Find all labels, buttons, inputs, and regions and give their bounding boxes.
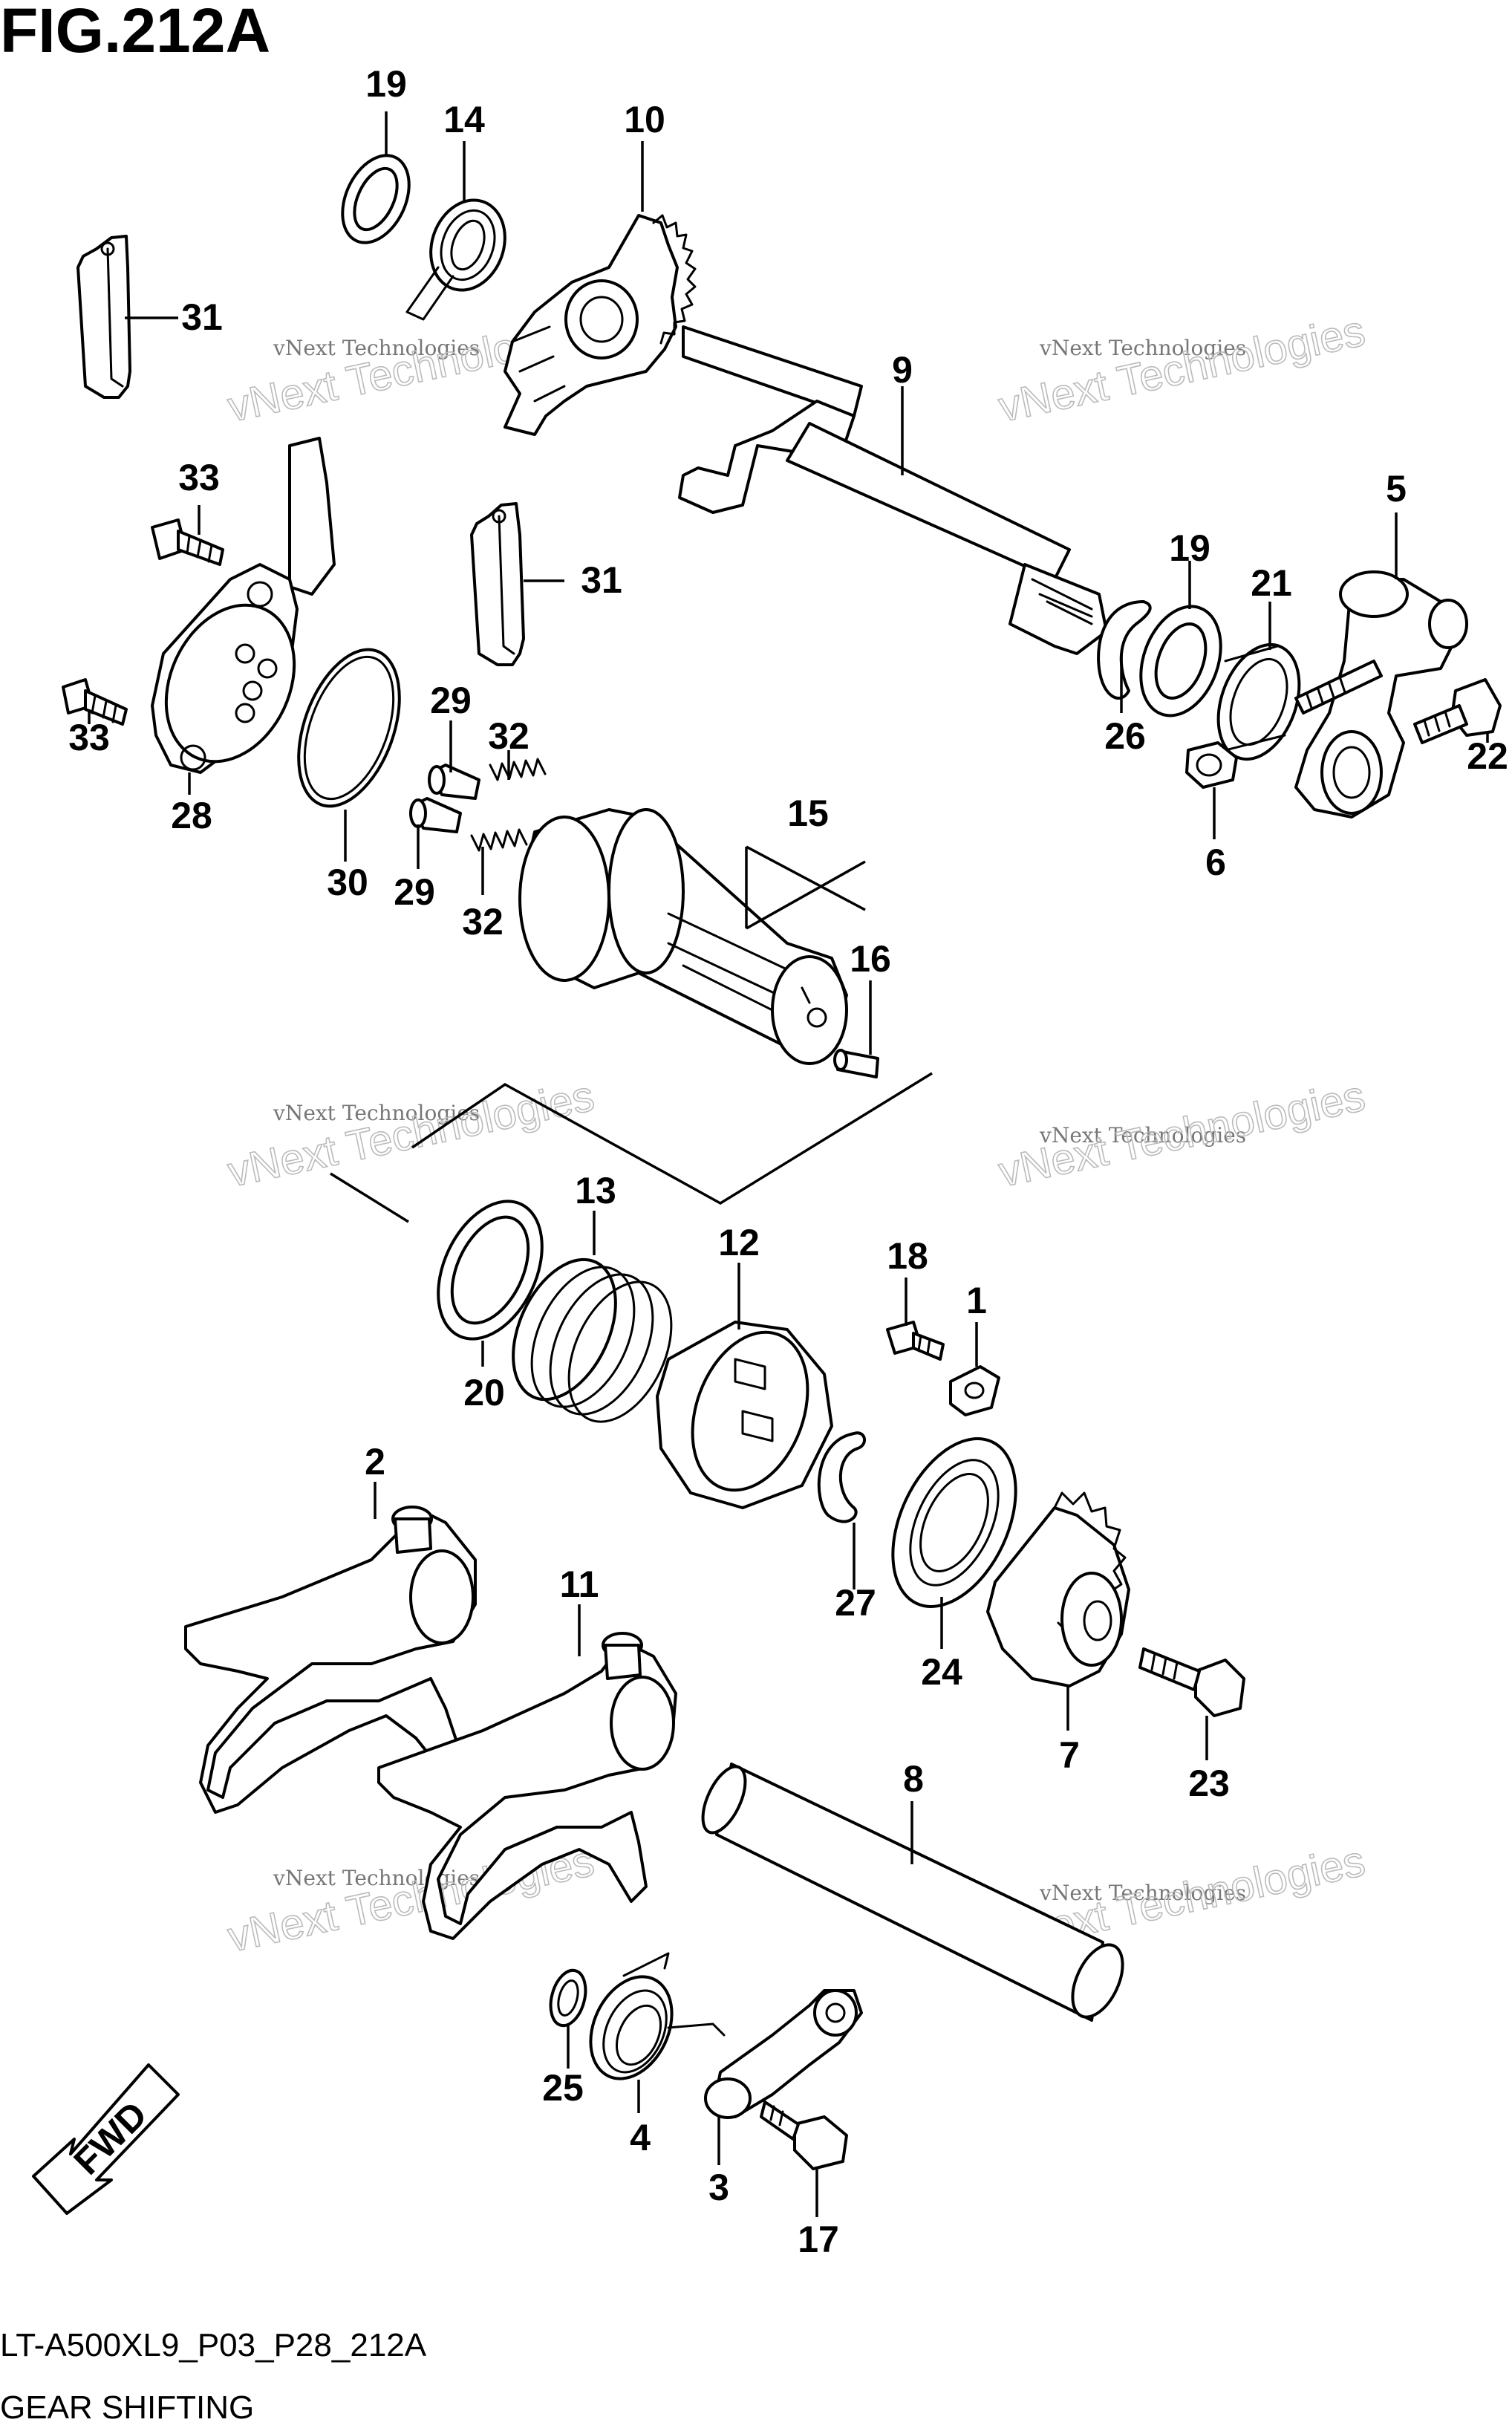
part-9-gearshift-shaft [678, 325, 1108, 655]
callout-label: 15 [787, 793, 829, 834]
watermark-small-text: vNext Technologies [1039, 1881, 1246, 1905]
callout-label: 25 [542, 2067, 584, 2109]
callout-label: 12 [718, 1222, 760, 1263]
watermark-small-text: vNext Technologies [273, 1101, 480, 1125]
watermark-top-right: vNext Technologies vNext Technologies [994, 306, 1369, 432]
callout-label: 29 [430, 680, 472, 721]
fwd-direction-badge: FWD [32, 2063, 180, 2215]
callout-label: 28 [171, 795, 212, 836]
watermark-small-text: vNext Technologies [273, 336, 480, 360]
part-19-washer-right [1139, 605, 1222, 717]
callout-label: 22 [1467, 735, 1508, 777]
watermark-mid-left: vNext Technologies vNext Technologies [223, 1071, 599, 1197]
part-12-collar [656, 1321, 833, 1509]
part-10-shift-plate [504, 214, 697, 436]
section-title: GEAR SHIFTING [0, 2389, 254, 2426]
callout-label: 27 [835, 1582, 876, 1624]
part-32-spring-lower [470, 828, 528, 852]
callout-label: 33 [68, 717, 110, 758]
callout-label: 19 [365, 63, 407, 105]
part-30-o-ring [297, 648, 401, 808]
part-19-washer-top [341, 154, 411, 244]
callout-label: 32 [462, 901, 504, 943]
callout-label: 2 [365, 1441, 385, 1483]
figure-title: FIG.212A [0, 0, 270, 65]
part-13-coil-spring [512, 1257, 673, 1423]
part-33-bolt-lower [62, 678, 128, 726]
part-29-pin-lower [409, 797, 462, 833]
model-code: LT-A500XL9_P03_P28_212A [0, 2327, 427, 2363]
callout-label: 6 [1205, 842, 1226, 883]
watermark-small-text: vNext Technologies [1039, 1123, 1246, 1148]
part-3-stopper-arm [704, 1989, 863, 2119]
callout-label: 1 [966, 1280, 987, 1321]
part-11-shift-fork [377, 1632, 677, 1940]
callout-label: 21 [1251, 562, 1292, 604]
callout-label: 7 [1059, 1734, 1080, 1776]
callout-label: 16 [850, 938, 891, 980]
leader-lines [88, 111, 1489, 2217]
part-1-washer [949, 1365, 1000, 1416]
callout-label: 4 [630, 2117, 651, 2158]
callout-label: 32 [488, 715, 529, 757]
part-24-bearing [891, 1437, 1017, 1608]
watermark-mid-right: vNext Technologies vNext Technologies [994, 1071, 1369, 1197]
callout-label: 24 [921, 1651, 962, 1693]
part-25-washer [549, 1968, 587, 2028]
callout-label: 18 [887, 1235, 928, 1277]
callout-label: 14 [443, 99, 485, 140]
callout-label: 31 [581, 559, 622, 601]
callout-label: 11 [560, 1563, 599, 1605]
part-27-circlip [817, 1431, 866, 1523]
callout-label: 13 [575, 1170, 616, 1211]
part-8-fork-shaft [701, 1763, 1124, 2022]
part-28-cover [151, 437, 336, 774]
watermark-small-text: vNext Technologies [1039, 336, 1246, 360]
callout-label: 5 [1386, 468, 1407, 510]
part-18-bolt [886, 1321, 945, 1361]
callout-label: 31 [181, 296, 223, 338]
callout-label: 23 [1188, 1763, 1230, 1804]
callout-label: 29 [394, 871, 435, 913]
watermark-big-text: vNext Technologies [224, 1072, 598, 1197]
callout-label: 33 [178, 457, 220, 498]
part-20-washer [437, 1200, 544, 1341]
callout-label: 8 [903, 1758, 924, 1800]
group-bracket-15-16 [330, 1072, 933, 1223]
watermark-small-text: vNext Technologies [273, 1866, 480, 1890]
part-23-bolt [1138, 1647, 1245, 1717]
part-4-torsion-spring [589, 1952, 726, 2080]
callout-label: 3 [708, 2167, 729, 2208]
part-31-clip-middle [470, 502, 525, 666]
part-15-shift-drum [518, 808, 848, 1065]
part-31-clip-upper [76, 235, 131, 399]
callout-label: 30 [327, 862, 368, 903]
part-16-pin [833, 1049, 879, 1078]
part-6-nut [1185, 741, 1238, 789]
callout-label: 10 [624, 99, 665, 140]
part-5-shift-arm [1294, 570, 1468, 819]
part-7-gear [986, 1491, 1130, 1688]
watermark-big-text: vNext Technologies [994, 307, 1369, 432]
callout-label: 20 [463, 1372, 505, 1413]
callout-label: 19 [1169, 527, 1210, 569]
part-17-bolt [760, 2100, 848, 2170]
part-14-return-spring [405, 198, 506, 321]
callout-label: 9 [892, 349, 913, 391]
callout-numbers: 19 14 10 31 9 33 31 5 19 21 29 32 33 26 … [68, 63, 1508, 2260]
part-2-shift-fork [184, 1506, 477, 1814]
callout-label: 26 [1104, 715, 1146, 757]
callout-label: 17 [798, 2219, 839, 2260]
part-29-pin-upper [428, 764, 480, 800]
part-33-bolt-upper [151, 518, 224, 566]
part-26-circlip [1097, 600, 1152, 700]
part-32-spring-upper [489, 758, 547, 781]
part-22-bolt [1413, 678, 1502, 744]
